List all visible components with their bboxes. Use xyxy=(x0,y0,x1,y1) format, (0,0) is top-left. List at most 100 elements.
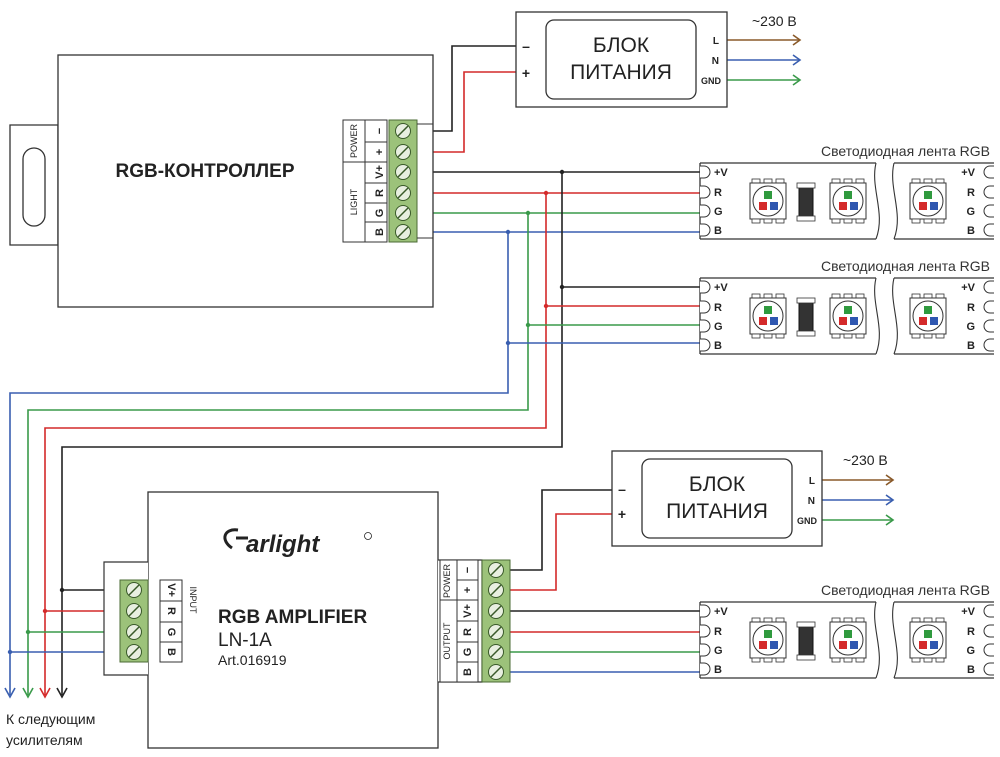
bus-g xyxy=(27,213,529,695)
resistor-icon xyxy=(798,301,814,333)
rgb-controller: RGB-КОНТРОЛЛЕР POWER LIGHT −+V+RGB xyxy=(9,54,434,308)
controller-screw-icon xyxy=(395,164,411,180)
amplifier-brand: arlight xyxy=(246,531,320,558)
controller-screw-icon xyxy=(395,123,411,139)
psu-bottom-minus: – xyxy=(618,481,626,497)
amplifier-input-screw-icon xyxy=(126,624,142,640)
strip-left-pin-label: B xyxy=(714,340,722,352)
strip-right-pin-label: +V xyxy=(961,606,975,618)
rgb-led-chip-icon xyxy=(749,293,787,339)
psu-bottom-label-1: БЛОК xyxy=(689,473,746,496)
rgb-led-chip-icon xyxy=(749,178,787,224)
controller-pin-label: G xyxy=(374,209,386,218)
strip-right-pin-label: G xyxy=(966,645,975,657)
strip-right-pin-label: B xyxy=(967,225,975,237)
amplifier-output-screw-icon xyxy=(488,603,504,619)
wire-amp-plus xyxy=(510,513,612,591)
next-amplifiers-label-2: усилителям xyxy=(6,732,83,748)
strip-left-pin-label: B xyxy=(714,664,722,676)
controller-pin-label: V+ xyxy=(374,165,386,179)
amplifier-output-screw-icon xyxy=(488,624,504,640)
strip-left-pin-label: G xyxy=(714,206,723,218)
amplifier-output-screw-icon xyxy=(488,582,504,598)
strip-right-pin-label: B xyxy=(967,340,975,352)
resistor-icon xyxy=(798,625,814,657)
psu-top-mains-label: ~230 В xyxy=(752,13,797,29)
rgb-led-chip-icon xyxy=(829,293,867,339)
amplifier-input-pin-label: V+ xyxy=(165,583,177,597)
strip-right-pin-label: +V xyxy=(961,167,975,179)
controller-light-group-label: LIGHT xyxy=(349,188,359,215)
amplifier-input-pin-label: B xyxy=(165,648,177,656)
amplifier-output-screw-icon xyxy=(488,562,504,578)
amplifier-output-pin-label: G xyxy=(462,648,474,657)
psu-bottom-gnd: GND xyxy=(797,516,818,526)
amplifier-body xyxy=(147,491,439,749)
junction-dots xyxy=(7,169,565,655)
mount-slot-icon xyxy=(22,147,46,227)
amplifier-art: Art.016919 xyxy=(218,652,287,668)
strip-left-pin-label: +V xyxy=(714,167,728,179)
psu-bottom-plus: + xyxy=(618,506,626,522)
rgb-led-chip-icon xyxy=(909,617,947,663)
psu-bottom-label-2: ПИТАНИЯ xyxy=(666,500,768,523)
amplifier-input-screw-icon xyxy=(126,644,142,660)
amplifier-input-screw-icon xyxy=(126,603,142,619)
strip-right-pin-label: R xyxy=(967,187,975,199)
amplifier-output-screw-icon xyxy=(488,644,504,660)
amplifier-output-pin-label: B xyxy=(462,668,474,676)
amplifier-power-group-label: POWER xyxy=(442,564,452,599)
amplifier-output-pin-label: R xyxy=(462,628,474,636)
arlight-logo: arlight xyxy=(223,528,372,558)
psu-bottom-mains-label: ~230 В xyxy=(843,452,888,468)
controller-screw-icon xyxy=(395,185,411,201)
led-strip-title: Светодиодная лента RGB xyxy=(821,258,990,274)
rgb-led-chip-icon xyxy=(909,293,947,339)
psu-top-label-2: ПИТАНИЯ xyxy=(570,61,672,84)
controller-screw-icon xyxy=(395,205,411,221)
amplifier-input-group-label: INPUT xyxy=(188,587,198,615)
controller-screw-icon xyxy=(395,144,411,160)
strip-right-pin-label: +V xyxy=(961,282,975,294)
strip-right-pin-label: G xyxy=(966,321,975,333)
strip-left-pin-label: R xyxy=(714,302,722,314)
amplifier-input-pin-label: R xyxy=(165,607,177,615)
amplifier-output-pin-label: + xyxy=(462,587,474,593)
controller-title: RGB-КОНТРОЛЛЕР xyxy=(116,161,295,182)
amplifier-output-screw-icon xyxy=(488,664,504,680)
amplifier-input-screw-icon xyxy=(126,582,142,598)
strip-left-pin-label: +V xyxy=(714,282,728,294)
led-strip-title: Светодиодная лента RGB xyxy=(821,582,990,598)
bus-b xyxy=(9,232,509,695)
psu-top-n: N xyxy=(712,56,719,67)
psu-bottom-l: L xyxy=(809,476,815,487)
resistor-icon xyxy=(798,186,814,218)
rgb-led-chip-icon xyxy=(829,617,867,663)
strip-right-pin-label: B xyxy=(967,664,975,676)
amplifier-title: RGB AMPLIFIER xyxy=(218,607,367,628)
strip-left-pin-label: +V xyxy=(714,606,728,618)
amplifier-output-pin-label: V+ xyxy=(462,604,474,618)
psu-top: БЛОК ПИТАНИЯ – + L N GND ~230 В xyxy=(515,11,797,108)
rgb-led-chip-icon xyxy=(749,617,787,663)
psu-top-label-1: БЛОК xyxy=(593,34,650,57)
amplifier-input-pin-label: G xyxy=(165,628,177,637)
psu-top-l: L xyxy=(713,36,719,47)
led-strip-title: Светодиодная лента RGB xyxy=(821,143,990,159)
strip-left-pin-label: R xyxy=(714,187,722,199)
strip-left-pin-label: B xyxy=(714,225,722,237)
rgb-amplifier: V+RGB INPUT arlight RGB AMPLIFIER LN-1A … xyxy=(103,491,511,749)
rgb-led-chip-icon xyxy=(829,178,867,224)
bus-vplus xyxy=(61,172,563,695)
strip-left-pin-label: G xyxy=(714,645,723,657)
controller-pin-label: − xyxy=(374,128,386,134)
psu-bottom: БЛОК ПИТАНИЯ – + L N GND ~230 В xyxy=(611,450,888,547)
arrow-heads xyxy=(4,34,895,699)
amplifier-output-terminal-block xyxy=(481,559,511,683)
amplifier-model: LN-1A xyxy=(218,630,272,651)
strip-right-pin-label: R xyxy=(967,626,975,638)
